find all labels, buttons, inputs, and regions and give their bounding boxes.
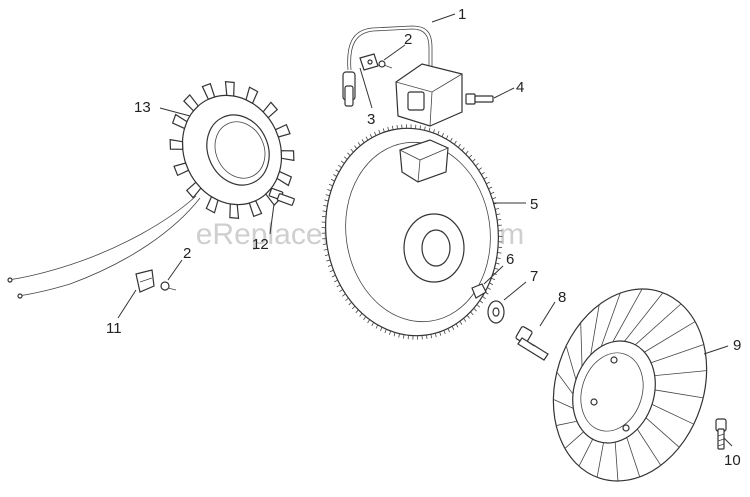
callout-7: 7 — [530, 268, 538, 285]
stator-tooth — [262, 101, 279, 119]
stator-tooth — [248, 199, 263, 218]
callout-5: 5 — [530, 196, 538, 213]
callout-12: 12 — [252, 236, 269, 253]
stator-tooth — [185, 181, 202, 199]
fan-blade — [578, 439, 594, 467]
fan-blade — [624, 292, 664, 342]
callout-9: 9 — [733, 337, 741, 354]
woodruff-key — [471, 283, 487, 299]
ignition-module — [342, 25, 463, 127]
fan-blade — [654, 370, 707, 377]
cooling-fan — [552, 288, 708, 482]
fan-blade — [556, 371, 574, 395]
fan-blade — [651, 403, 694, 425]
screw-10 — [715, 418, 727, 450]
bracket-screw-top — [359, 53, 393, 71]
fan-blade — [564, 431, 584, 449]
fan-blade — [636, 428, 662, 466]
callout-6: 6 — [506, 251, 514, 268]
fan-blade — [580, 322, 583, 367]
stator-tooth — [229, 203, 240, 219]
fan-blade — [645, 417, 680, 448]
callout-2-top: 2 — [404, 31, 412, 48]
callout-13: 13 — [134, 99, 151, 116]
bolt-12 — [268, 187, 295, 206]
clip-11 — [135, 269, 155, 293]
callout-8: 8 — [558, 289, 566, 306]
fan-blade — [590, 304, 600, 355]
stator-tooth — [274, 123, 291, 138]
stator-tooth — [205, 195, 219, 214]
stator-tooth — [280, 150, 295, 162]
stator-tooth — [183, 93, 199, 112]
stator-tooth — [245, 86, 259, 105]
stator-tooth — [173, 162, 190, 177]
fan-blade — [635, 303, 682, 346]
leader-lines — [117, 13, 733, 447]
fan-blade — [612, 288, 643, 343]
stator-tooth — [171, 113, 188, 130]
fan-blade — [596, 442, 604, 478]
callout-2-bottom: 2 — [183, 245, 191, 262]
flywheel-bolt — [515, 326, 549, 361]
stator-tooth — [224, 81, 235, 97]
stator-tooth — [201, 82, 216, 101]
callout-11: 11 — [106, 320, 122, 337]
fan-blade — [600, 292, 621, 347]
fan-blade — [565, 345, 577, 380]
fan-blade — [654, 389, 704, 399]
fan-blade — [626, 437, 641, 477]
callout-labels: 1 2 3 4 5 6 7 8 9 10 11 2 12 13 — [106, 6, 741, 469]
stator — [7, 81, 295, 299]
bolt-4 — [465, 93, 494, 105]
callout-3: 3 — [367, 111, 375, 128]
flywheel — [321, 124, 503, 340]
stator-tooth — [276, 170, 293, 187]
stator-tooth — [169, 138, 184, 150]
fan-blade — [556, 420, 578, 426]
callout-4: 4 — [516, 79, 524, 96]
fan-blade — [553, 399, 574, 409]
screw-2-bottom — [160, 281, 177, 291]
callout-1: 1 — [458, 6, 466, 23]
fan-blade — [644, 321, 696, 353]
washer — [487, 300, 505, 324]
callout-10: 10 — [724, 452, 741, 469]
fan-blade — [650, 344, 704, 364]
ring-gear-teeth — [321, 124, 503, 340]
fan-blade — [614, 442, 619, 481]
